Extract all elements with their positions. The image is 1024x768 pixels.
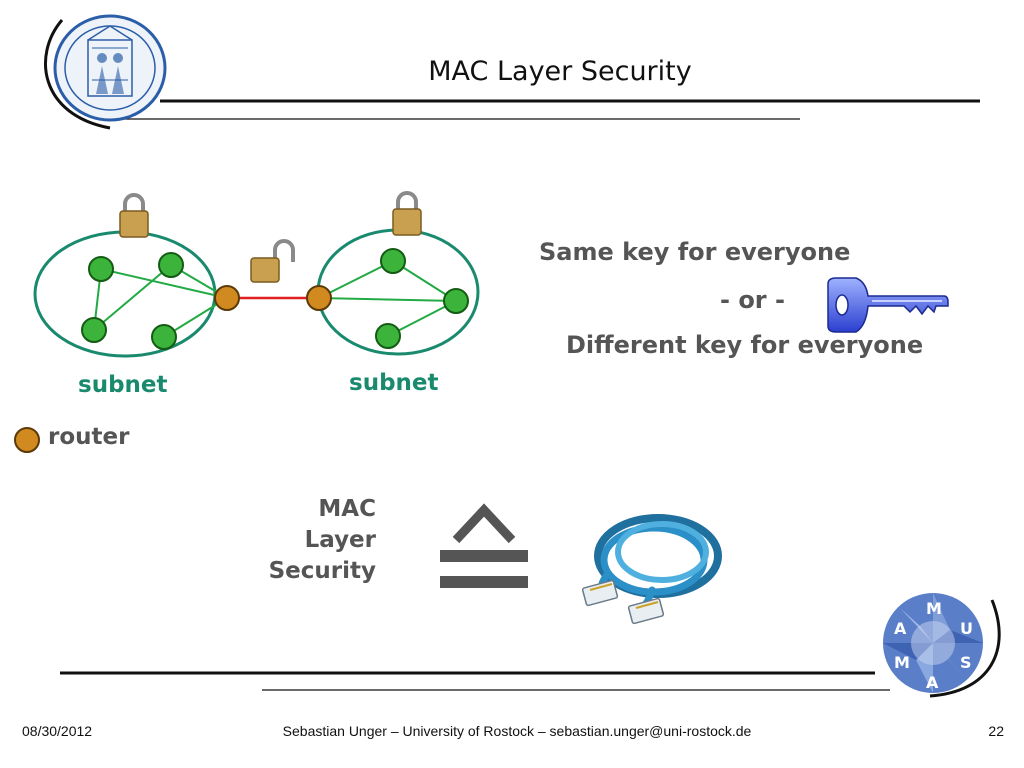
router-left	[214, 285, 240, 311]
header-arc	[43, 19, 111, 130]
university-seal-logo	[53, 14, 167, 122]
mac-label-line2: Layer	[304, 527, 376, 553]
mac-label-line3: Security	[268, 558, 376, 584]
subnet-right-label: subnet	[349, 370, 439, 396]
footer-decoration	[60, 599, 1001, 698]
rj45-connector-right	[627, 597, 665, 625]
rj45-connector-left	[581, 579, 619, 607]
footer-author: Sebastian Unger – University of Rostock …	[282, 723, 752, 739]
node-left-2	[158, 252, 184, 278]
musama-logo: M U S A M A	[883, 593, 983, 693]
node-left-3	[81, 317, 107, 343]
footer-page-number: 22	[988, 723, 1004, 739]
header-decoration	[43, 19, 980, 130]
mac-label-line1: MAC	[318, 496, 376, 522]
footer-arc	[929, 599, 1001, 698]
ethernet-cable-icon	[581, 514, 722, 625]
svg-text:M: M	[926, 599, 942, 618]
router-right	[306, 285, 332, 311]
node-left-4	[151, 324, 177, 350]
key-icon	[827, 277, 949, 333]
lock-closed-right-icon	[392, 191, 422, 236]
legend-router-label: router	[48, 424, 130, 450]
node-right-1	[380, 248, 406, 274]
lock-open-icon	[250, 239, 295, 283]
svg-text:A: A	[926, 673, 939, 692]
slide-title: MAC Layer Security	[428, 56, 692, 87]
corresponds-to-symbol	[440, 503, 528, 588]
node-left-1	[88, 256, 114, 282]
or-separator: - or -	[720, 286, 785, 314]
svg-text:U: U	[960, 619, 973, 638]
same-key-text: Same key for everyone	[539, 238, 851, 266]
subnet-left-outline	[33, 230, 217, 358]
svg-text:S: S	[960, 653, 972, 672]
network-diagram	[33, 191, 480, 358]
node-right-3	[375, 323, 401, 349]
legend-router-icon	[14, 427, 40, 453]
different-key-text: Different key for everyone	[566, 331, 924, 359]
node-right-2	[443, 288, 469, 314]
svg-text:A: A	[894, 619, 907, 638]
svg-text:M: M	[894, 653, 910, 672]
lock-closed-left-icon	[119, 193, 149, 238]
mac-layer-security-label: MAC Layer Security	[200, 494, 376, 587]
subnet-left-label: subnet	[78, 372, 168, 398]
footer-date: 08/30/2012	[22, 723, 93, 739]
